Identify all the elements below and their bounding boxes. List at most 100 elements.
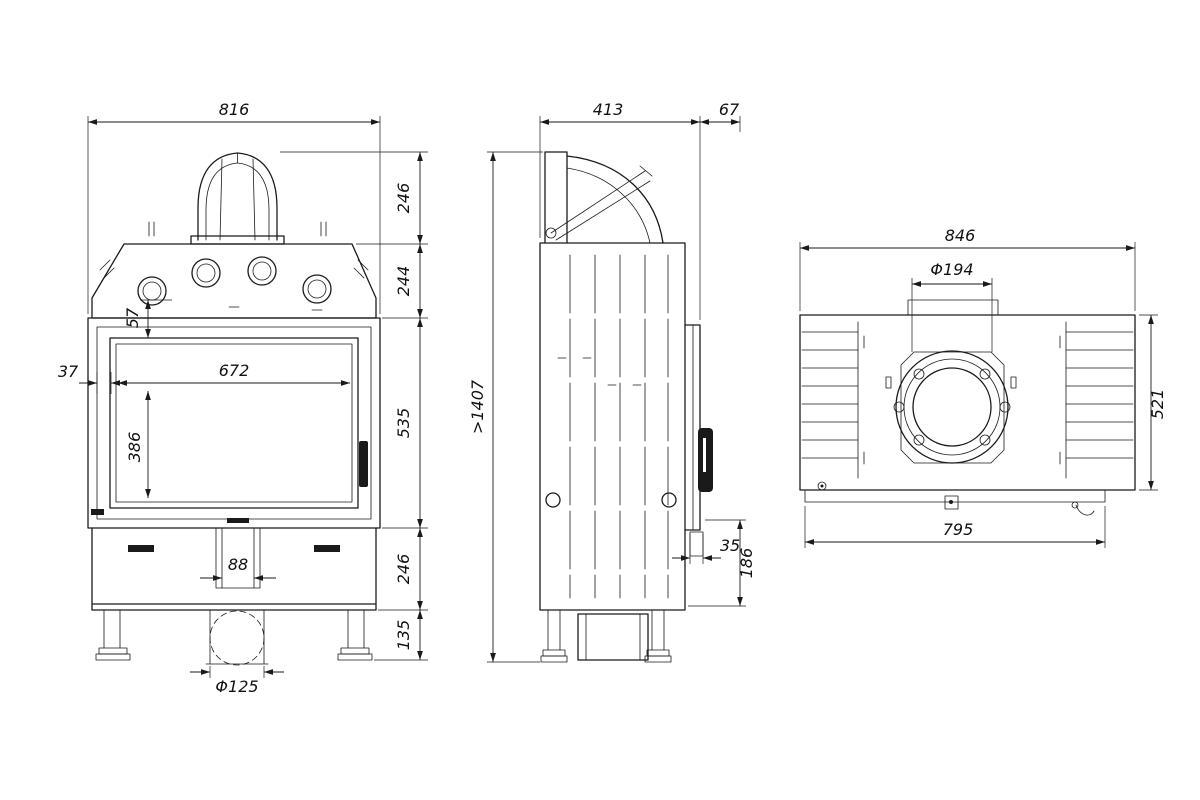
ext-1407 bbox=[487, 151, 543, 663]
right-fins bbox=[1059, 321, 1134, 479]
glass-inner bbox=[115, 343, 353, 503]
top-body-outline bbox=[799, 314, 1136, 491]
glass-outer bbox=[109, 337, 359, 509]
side-legs bbox=[540, 609, 672, 663]
top-dimensions: 846 Φ194 521 795 bbox=[799, 226, 1167, 548]
knob-2 bbox=[191, 258, 221, 288]
front-view: 816 246 244 535 246 135 672 386 57 37 bbox=[58, 100, 428, 696]
dim-front-door-height: 535 bbox=[394, 408, 413, 439]
side-leg-lines bbox=[547, 609, 665, 651]
air-outlet-duct bbox=[205, 609, 269, 665]
side-leg-front-foot bbox=[540, 655, 568, 663]
dome-strut bbox=[550, 165, 653, 241]
flue-circle-outer bbox=[895, 350, 1009, 464]
flue-circle-middle bbox=[903, 358, 1001, 456]
side-handle-slit bbox=[703, 438, 706, 472]
knob-1-inner bbox=[142, 281, 162, 301]
damper-pin bbox=[949, 500, 953, 504]
dim-front-cowl-height: 246 bbox=[394, 183, 413, 214]
flue-bolt bbox=[893, 401, 905, 413]
slope-hatch-marks bbox=[99, 259, 369, 279]
flue-bolt bbox=[913, 434, 925, 446]
tool-hook-eye bbox=[1071, 501, 1079, 509]
door-handle bbox=[359, 441, 368, 487]
leg-right-adjuster bbox=[340, 647, 370, 655]
dim-front-upper-height: 244 bbox=[394, 266, 413, 297]
side-panel-seams bbox=[569, 254, 669, 599]
dome-profile-inner bbox=[566, 167, 651, 244]
front-legs bbox=[95, 609, 373, 666]
ext-413 bbox=[539, 116, 741, 320]
dim-top-overall-width: 846 bbox=[945, 226, 976, 245]
ext-37 bbox=[96, 372, 112, 394]
control-knobs bbox=[137, 256, 332, 311]
flue-circle-inner bbox=[912, 367, 992, 447]
side-bracket-left bbox=[885, 376, 892, 389]
side-latch-bracket bbox=[689, 531, 704, 557]
front-lower-band bbox=[91, 527, 377, 611]
leg-right-foot bbox=[337, 653, 373, 661]
side-leg-front-adjuster bbox=[542, 649, 566, 657]
tool-hook bbox=[1075, 504, 1095, 516]
right-fin-lines bbox=[1065, 331, 1134, 459]
dim-front-overall-width: 816 bbox=[219, 100, 250, 119]
left-fin-lines bbox=[801, 331, 859, 459]
cowl-collar bbox=[190, 235, 285, 245]
ext-right-chain bbox=[280, 151, 428, 661]
dim-front-glass-width: 672 bbox=[219, 361, 250, 380]
left-fins bbox=[801, 321, 865, 479]
knob-3 bbox=[247, 256, 277, 286]
side-bracket-right bbox=[1010, 376, 1017, 389]
vent-slot-left bbox=[128, 545, 154, 552]
door-latch bbox=[91, 509, 104, 515]
dim-side-depth: 413 bbox=[593, 100, 624, 119]
dim-front-grate-width: 88 bbox=[228, 555, 248, 574]
top-view: 846 Φ194 521 795 bbox=[799, 226, 1167, 548]
base-bolt bbox=[817, 481, 827, 491]
dome-profile-outer bbox=[566, 155, 664, 244]
knob-4 bbox=[302, 274, 332, 304]
knob-2-inner bbox=[196, 263, 216, 283]
flue-pipe bbox=[544, 151, 568, 244]
flue-bolts bbox=[893, 368, 1011, 446]
lower-band-outline bbox=[91, 527, 377, 611]
side-view: 413 67 >1407 35 186 bbox=[468, 100, 756, 663]
air-outlet-circle bbox=[209, 610, 265, 666]
dim-front-outlet-diameter: Φ125 bbox=[215, 677, 258, 696]
side-leg-rear-adjuster bbox=[646, 649, 670, 657]
cowl-outline bbox=[197, 152, 278, 241]
base-bolt-center bbox=[820, 484, 824, 488]
flue-mount-plate bbox=[900, 351, 1005, 464]
front-dimensions: 816 246 244 535 246 135 672 386 57 37 bbox=[58, 100, 428, 696]
ext-194 bbox=[911, 278, 993, 352]
front-door bbox=[87, 317, 381, 529]
knob-4-inner bbox=[307, 279, 327, 299]
dim-front-lower-height: 246 bbox=[394, 554, 413, 585]
dim-side-latch-offset: 35 bbox=[720, 536, 740, 555]
dim-side-handle-offset: 67 bbox=[719, 100, 740, 119]
leg-left-adjuster bbox=[98, 647, 128, 655]
vent-slot-right bbox=[314, 545, 340, 552]
strut-pivot bbox=[545, 227, 557, 239]
door-frame-outer bbox=[87, 317, 381, 529]
top-base-plate bbox=[804, 489, 1106, 503]
front-cowl bbox=[148, 152, 327, 245]
side-center-box bbox=[577, 613, 649, 661]
ext-846 bbox=[799, 242, 1136, 311]
dim-top-base-width: 795 bbox=[943, 520, 974, 539]
side-body bbox=[539, 242, 713, 611]
side-seam-ticks bbox=[557, 357, 642, 386]
flue-bolt bbox=[979, 434, 991, 446]
ext-35 bbox=[689, 534, 704, 564]
dim-top-flue-diameter: Φ194 bbox=[930, 260, 973, 279]
side-hole-left bbox=[545, 492, 561, 508]
side-hole-right bbox=[661, 492, 677, 508]
top-collar-tab bbox=[907, 299, 999, 316]
door-frame-inner bbox=[96, 326, 372, 520]
side-flue-and-dome bbox=[544, 151, 664, 244]
flue-bolt bbox=[979, 368, 991, 380]
cowl-ribs bbox=[219, 152, 256, 241]
top-posts bbox=[148, 221, 327, 237]
grate-channel bbox=[215, 527, 261, 589]
dim-side-overall-height: >1407 bbox=[468, 379, 487, 434]
